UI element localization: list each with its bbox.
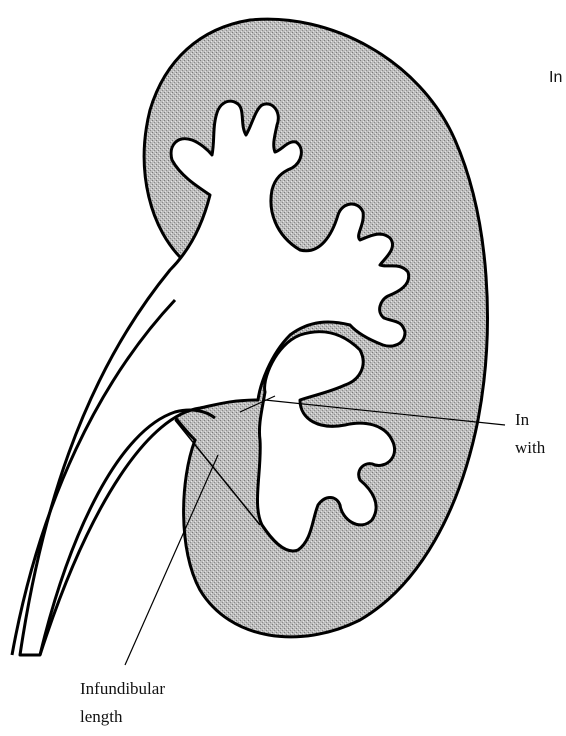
label-right-line1: In	[515, 410, 530, 429]
label-length: length	[80, 707, 123, 726]
label-top-right: In	[549, 69, 562, 86]
label-infundibular: Infundibular	[80, 679, 165, 698]
label-right-line2: with	[515, 438, 546, 457]
